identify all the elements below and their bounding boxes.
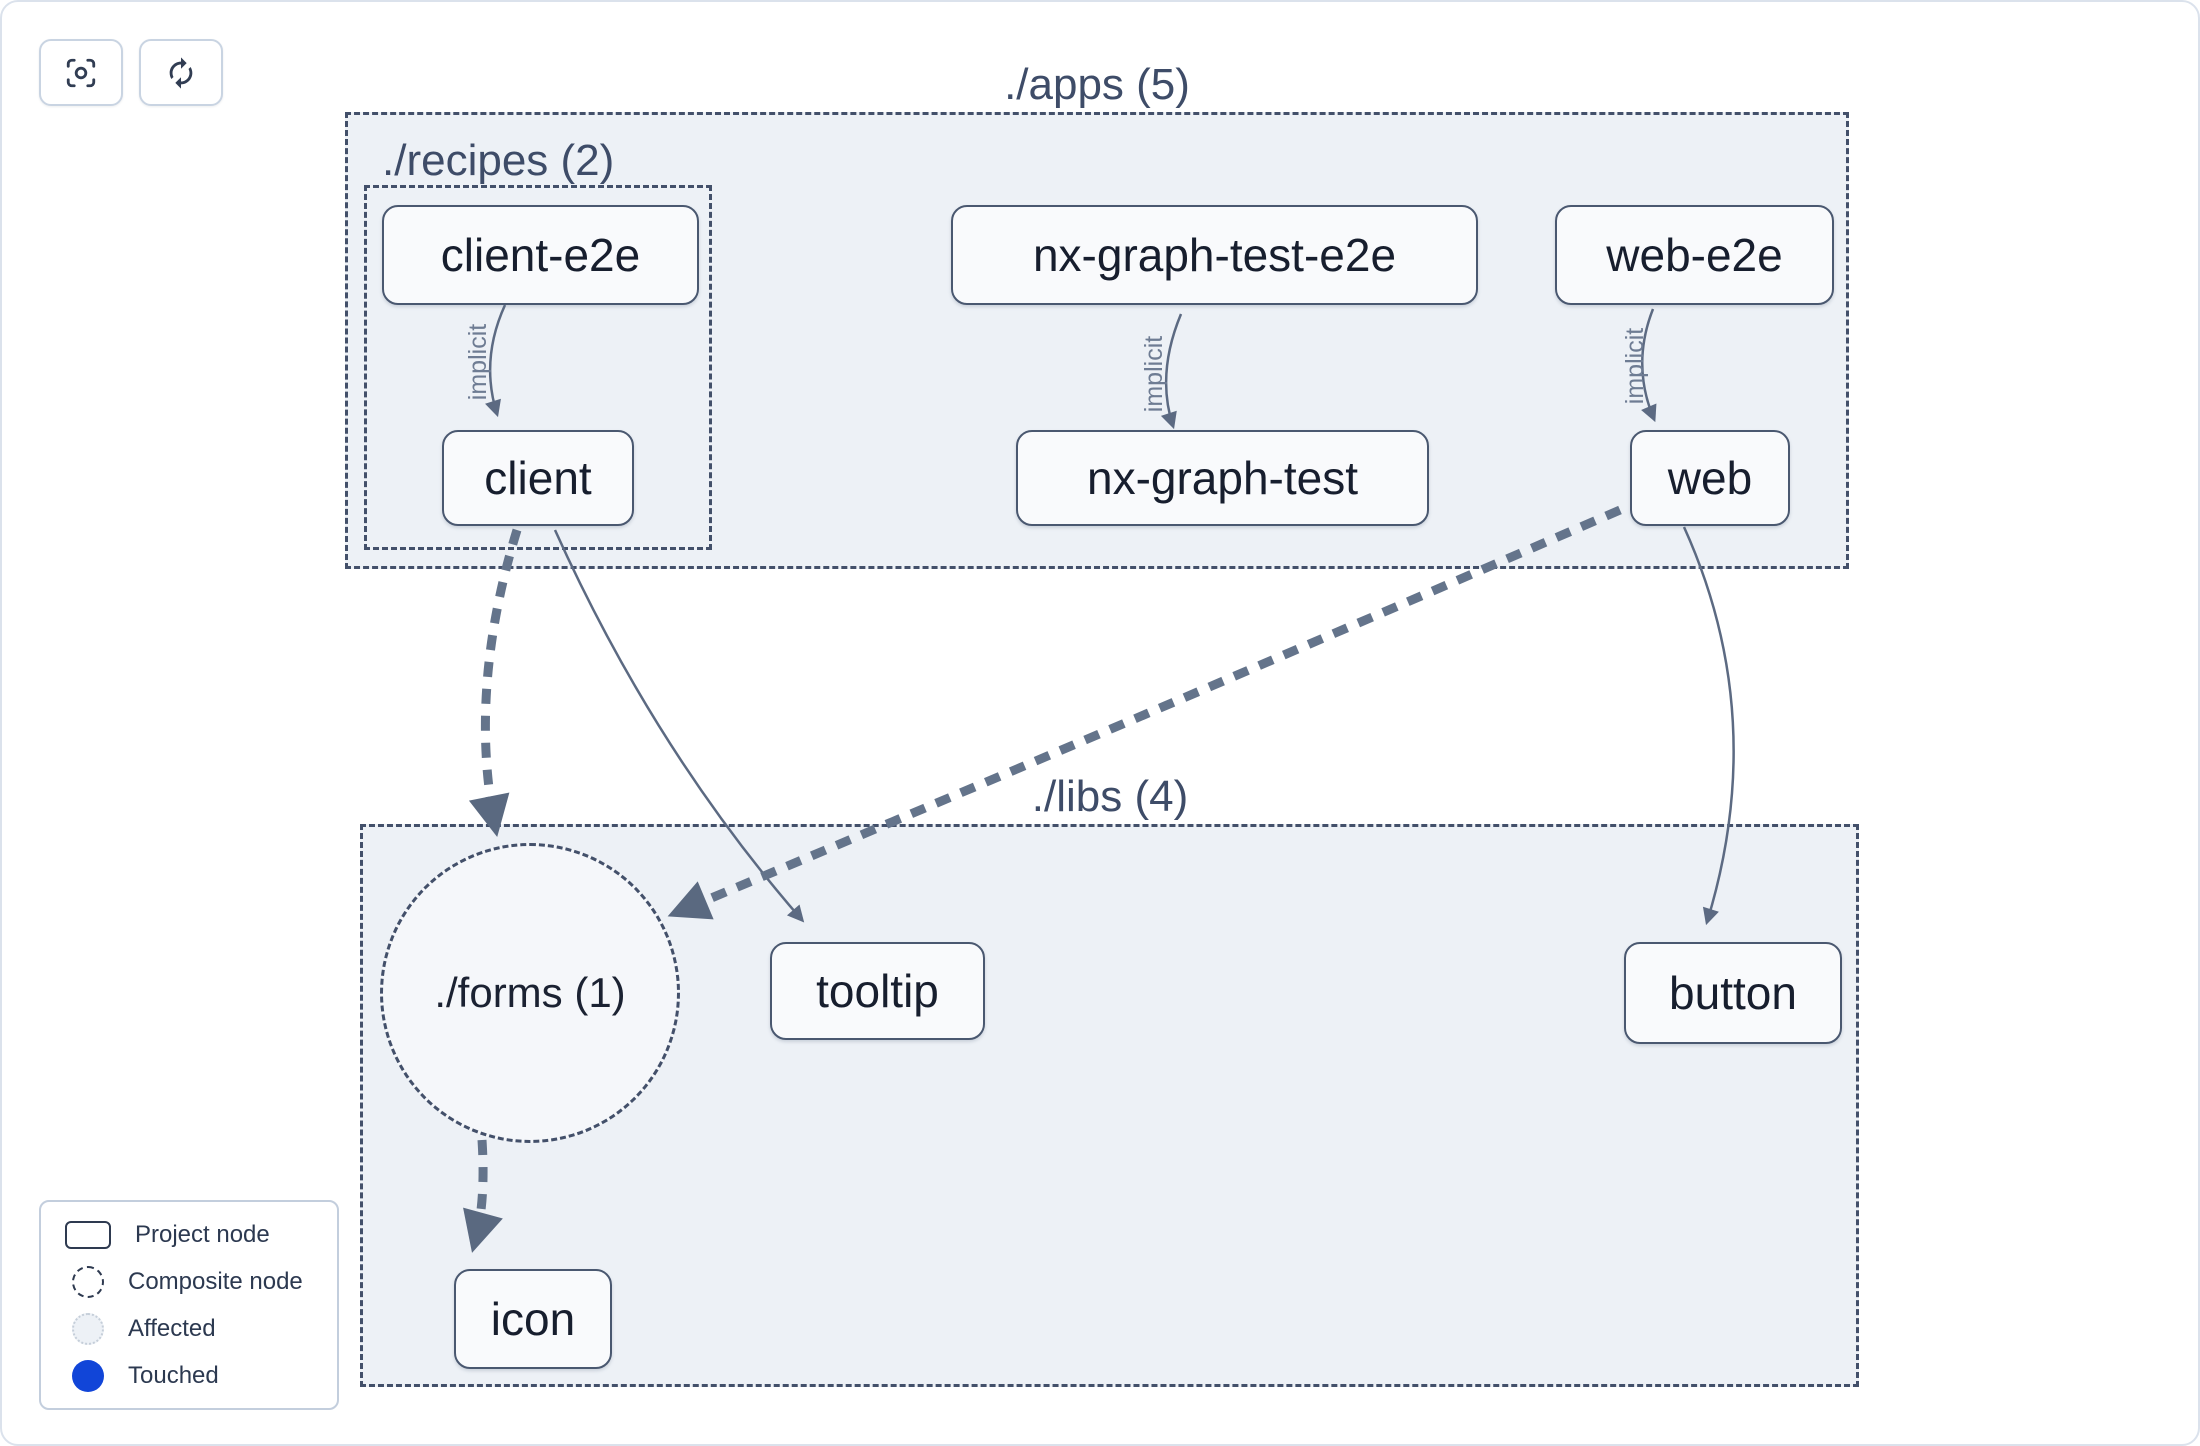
legend-label: Composite node [128, 1267, 303, 1295]
legend-label: Project node [135, 1220, 270, 1248]
affected-swatch [72, 1312, 104, 1345]
node-icon[interactable]: icon [454, 1269, 612, 1369]
project-node-swatch [65, 1220, 111, 1249]
legend-item-composite-node: Composite node [65, 1265, 337, 1299]
edge-web-e2e-to-web[interactable] [1641, 308, 1657, 423]
node-nx-graph-test[interactable]: nx-graph-test [1016, 430, 1429, 526]
node-web[interactable]: web [1630, 430, 1790, 526]
group-label-libs: ./libs (4) [1031, 772, 1189, 821]
legend-item-affected: Affected [65, 1312, 337, 1346]
legend-item-touched: Touched [65, 1359, 337, 1393]
node-nx-graph-test-e2e[interactable]: nx-graph-test-e2e [951, 205, 1478, 305]
edge-web-to-forms[interactable] [667, 505, 1622, 920]
legend-item-project-node: Project node [65, 1218, 337, 1252]
group-label-apps: ./apps (5) [1004, 60, 1190, 109]
edge-label-implicit-1: implicit [464, 324, 492, 400]
legend-label: Touched [128, 1361, 219, 1389]
legend-label: Affected [128, 1314, 216, 1342]
composite-node-swatch [72, 1265, 104, 1298]
edge-client-to-forms[interactable] [468, 528, 522, 838]
edge-client-e2e-to-client[interactable] [485, 304, 507, 418]
refresh-button[interactable] [139, 39, 223, 106]
edge-label-implicit-2: implicit [1140, 336, 1168, 412]
composite-node-forms-label: ./forms (1) [434, 969, 626, 1016]
edge-nx-graph-test-e2e-to-nx-graph-test[interactable] [1160, 313, 1183, 430]
node-button[interactable]: button [1624, 942, 1842, 1044]
edge-label-implicit-3: implicit [1621, 328, 1649, 404]
refresh-icon [169, 56, 193, 89]
node-web-e2e[interactable]: web-e2e [1555, 205, 1834, 305]
group-label-recipes: ./recipes (2) [382, 136, 615, 185]
edge-client-to-tooltip[interactable] [553, 529, 805, 923]
node-tooltip[interactable]: tooltip [770, 942, 985, 1040]
focus-icon [66, 58, 96, 87]
legend: Project node Composite node Affected Tou… [39, 1200, 339, 1410]
edge-web-to-button[interactable] [1682, 526, 1735, 926]
touched-swatch [72, 1359, 104, 1392]
composite-node-forms[interactable]: ./forms (1) [380, 843, 680, 1143]
edge-forms-to-icon[interactable] [463, 1139, 503, 1253]
focus-button[interactable] [39, 39, 123, 106]
node-client[interactable]: client [442, 430, 634, 526]
node-client-e2e[interactable]: client-e2e [382, 205, 699, 305]
